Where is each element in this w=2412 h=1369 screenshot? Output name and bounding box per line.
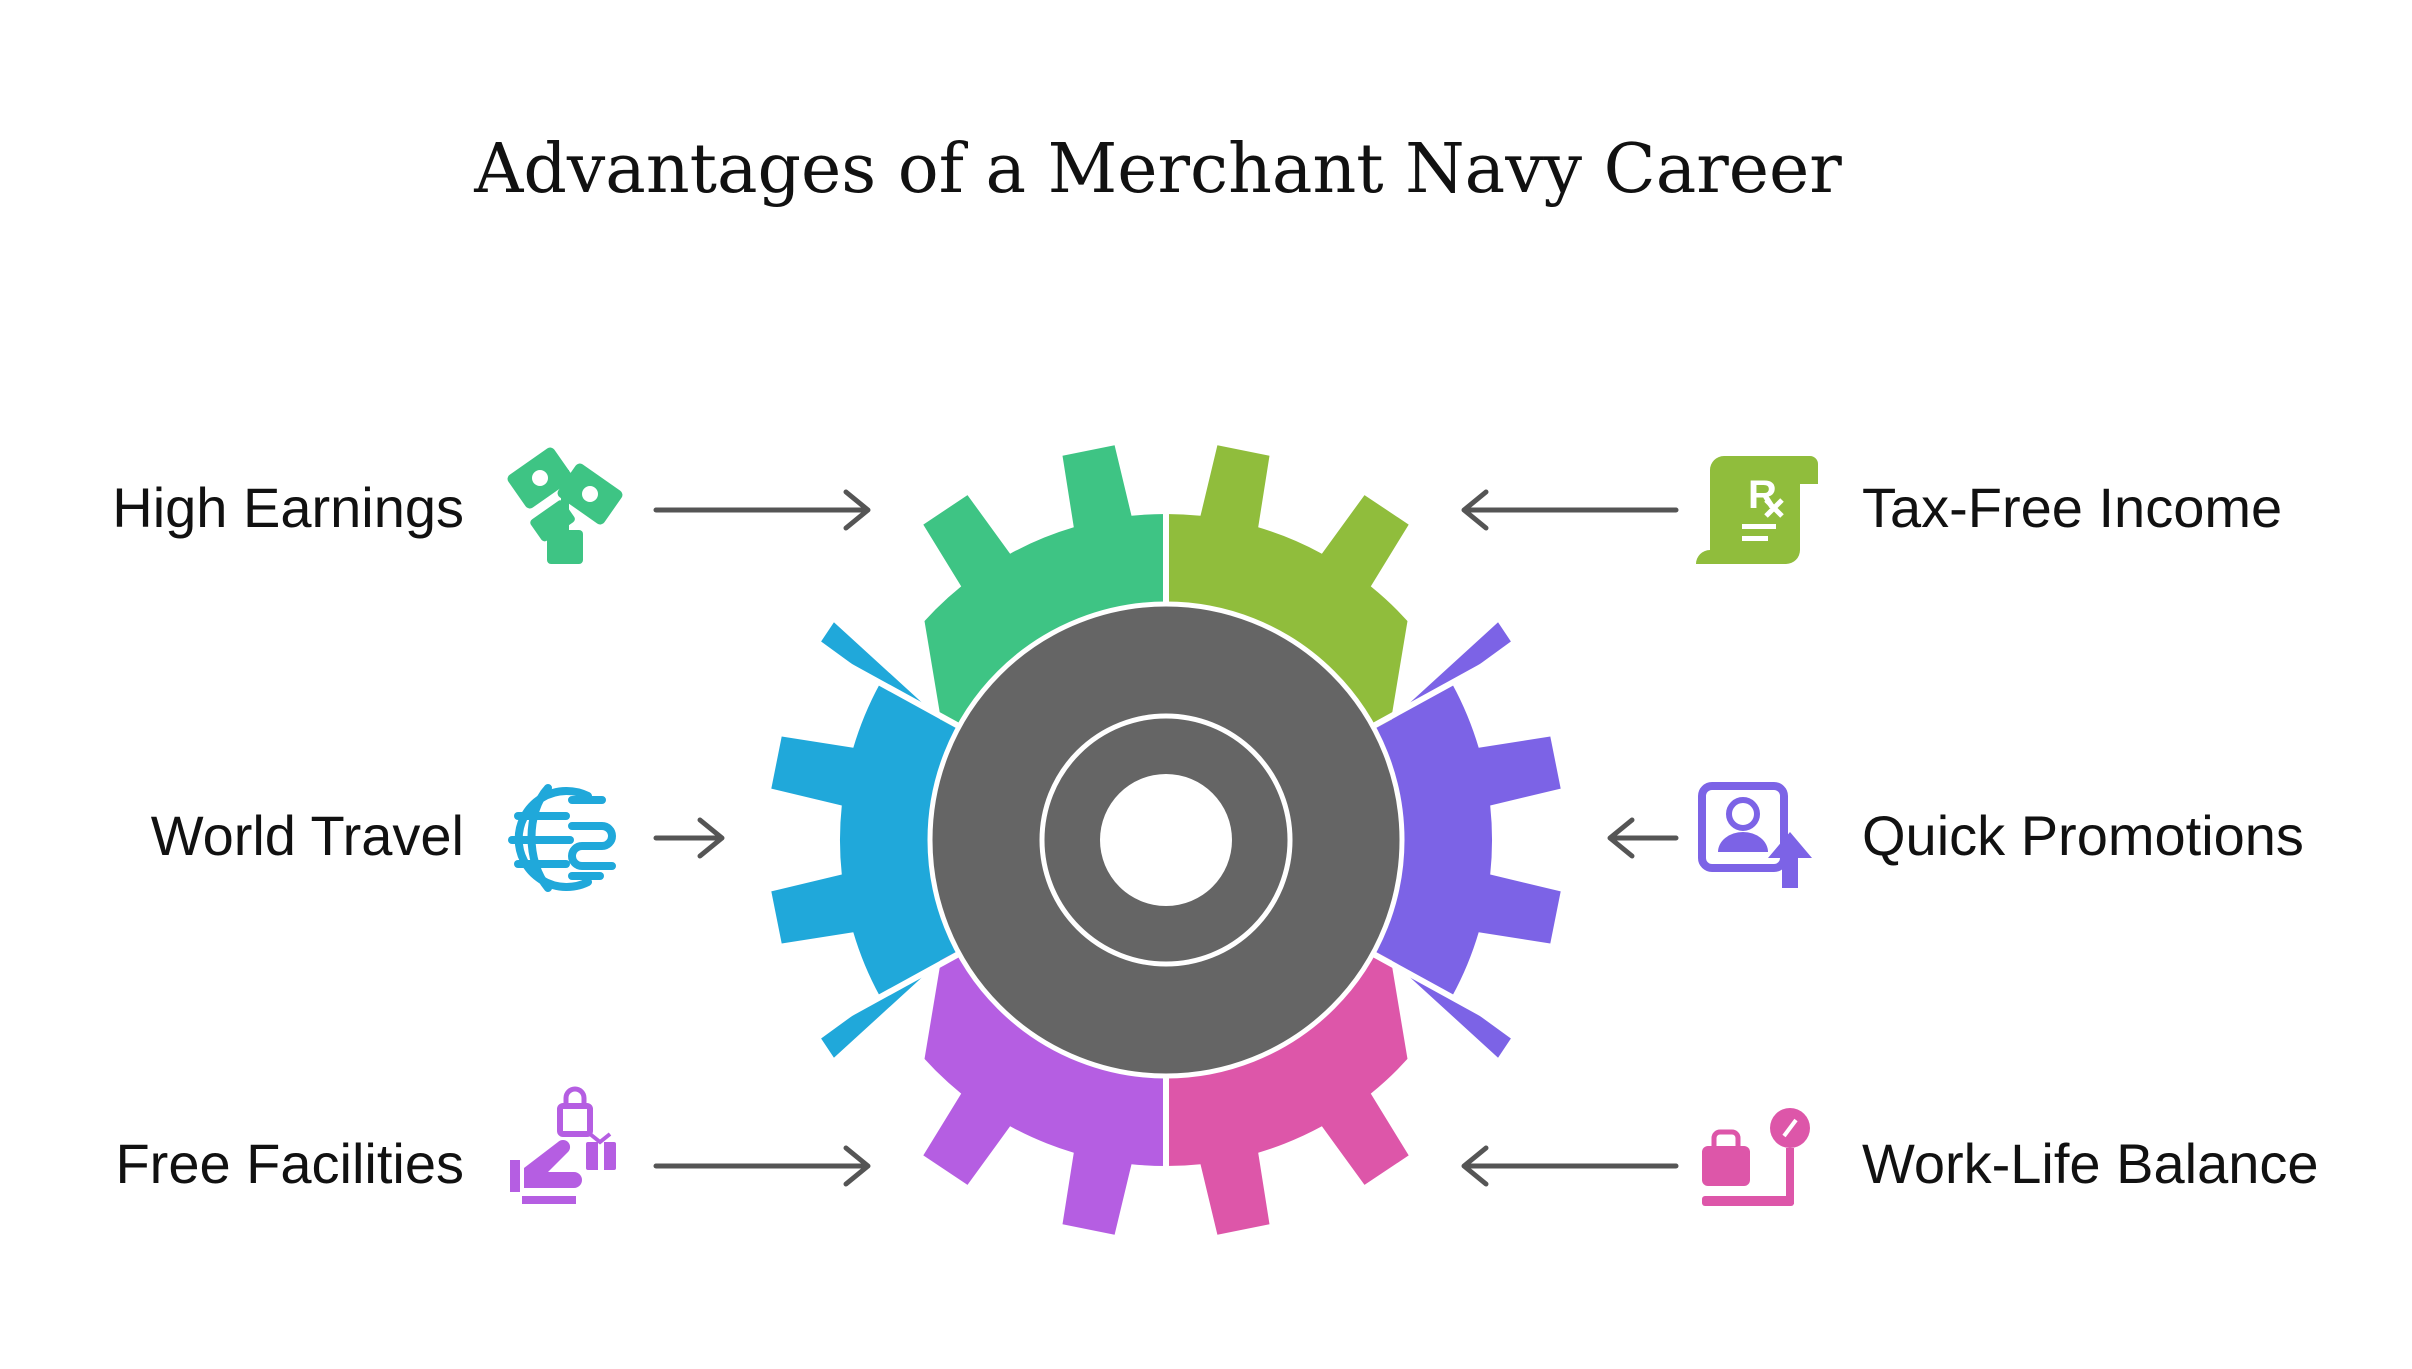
label-work-life-balance: Work-Life Balance — [1862, 1132, 2319, 1195]
gift-hand-icon — [510, 1086, 616, 1204]
arrow-world-travel — [653, 817, 725, 859]
label-free-facilities: Free Facilities — [115, 1132, 464, 1195]
gear-segments — [771, 445, 1561, 1235]
gear-segment-free-facilities — [876, 840, 1166, 1235]
page-title: Advantages of a Merchant Navy Career — [474, 130, 1842, 209]
globe-arrow-icon — [508, 784, 616, 892]
prescription-scroll-icon: R — [1696, 456, 1818, 564]
gear-segment-work-life-balance — [1166, 840, 1456, 1235]
briefcase-scale-icon — [1702, 1108, 1810, 1206]
money-plant-icon — [507, 447, 623, 564]
arrow-tax-free-income — [1461, 489, 1679, 531]
arrow-quick-promotions — [1607, 817, 1679, 859]
label-tax-free-income: Tax-Free Income — [1862, 476, 2283, 539]
gear-segment-high-earnings — [876, 445, 1166, 840]
gear-center-hole — [1100, 774, 1232, 906]
profile-upgrade-icon — [1698, 782, 1812, 888]
arrow-free-facilities — [653, 1145, 871, 1187]
arrows — [653, 489, 1679, 1187]
arrow-high-earnings — [653, 489, 871, 531]
arrow-work-life-balance — [1461, 1145, 1679, 1187]
label-high-earnings: High Earnings — [112, 476, 464, 539]
gear-segment-tax-free-income — [1166, 445, 1456, 840]
label-world-travel: World Travel — [150, 804, 464, 867]
label-quick-promotions: Quick Promotions — [1862, 804, 2304, 867]
